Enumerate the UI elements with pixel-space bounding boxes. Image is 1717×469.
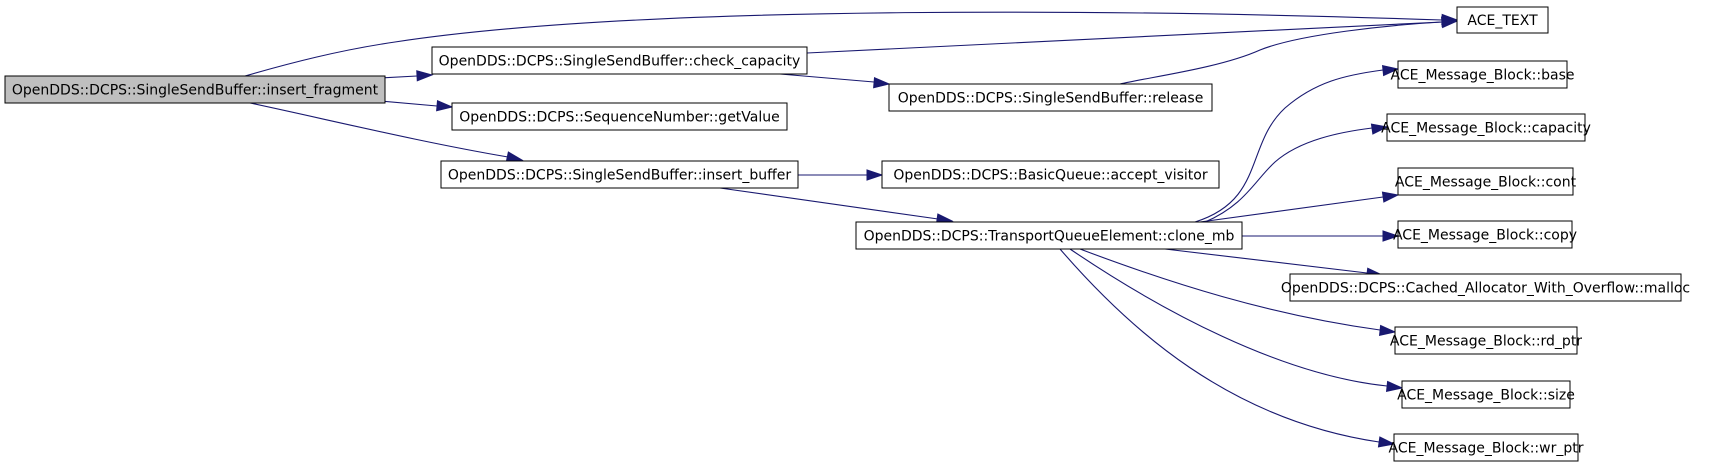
edge-clone_mb-to-base <box>1194 64 1400 223</box>
node-label: OpenDDS::DCPS::SequenceNumber::getValue <box>459 110 780 126</box>
node-box <box>855 221 1243 250</box>
node-box <box>4 75 386 104</box>
node-size[interactable]: ACE_Message_Block::size <box>1397 380 1575 409</box>
edge-line <box>1204 127 1373 223</box>
edge-line <box>379 100 438 107</box>
arrowhead-icon <box>866 169 884 181</box>
node-label: OpenDDS::DCPS::SingleSendBuffer::insert_… <box>448 168 792 184</box>
node-label: ACE_Message_Block::copy <box>1393 228 1577 244</box>
node-box <box>1394 326 1578 355</box>
edge-clone_mb-to-cont <box>1199 191 1400 223</box>
arrowhead-icon <box>1385 380 1404 393</box>
edge-line <box>379 75 418 79</box>
edge-clone_mb-to-copy <box>1242 230 1400 242</box>
arrowhead-icon <box>1377 436 1396 448</box>
node-malloc[interactable]: OpenDDS::DCPS::Cached_Allocator_With_Ove… <box>1281 273 1690 302</box>
node-box <box>1456 6 1549 34</box>
node-accept-visitor[interactable]: OpenDDS::DCPS::BasicQueue::accept_visito… <box>881 160 1220 189</box>
node-ace-text[interactable]: ACE_TEXT <box>1456 6 1549 34</box>
edge-line <box>1069 248 1388 387</box>
node-clone-mb[interactable]: OpenDDS::DCPS::TransportQueueElement::cl… <box>855 221 1243 250</box>
edge-insert_fragment-to-check_capacity <box>379 70 434 82</box>
call-nodes: OpenDDS::DCPS::SingleSendBuffer::insert_… <box>4 6 1690 462</box>
node-label: ACE_Message_Block::rd_ptr <box>1390 334 1582 350</box>
node-box <box>881 160 1220 189</box>
edge-release-to-ace_text <box>1119 16 1459 85</box>
edge-line <box>1194 69 1384 223</box>
node-box <box>1393 433 1579 462</box>
node-release[interactable]: OpenDDS::DCPS::SingleSendBuffer::release <box>888 83 1213 112</box>
edge-insert_fragment-to-getValue <box>379 99 454 112</box>
arrowhead-icon <box>1382 230 1400 242</box>
edge-clone_mb-to-wr_ptr <box>1059 248 1396 448</box>
arrowhead-icon <box>1370 123 1389 135</box>
edge-line <box>806 21 1443 54</box>
node-label: OpenDDS::DCPS::TransportQueueElement::cl… <box>864 229 1235 245</box>
edge-line <box>1059 248 1380 443</box>
edge-line <box>249 102 509 158</box>
edge-check_capacity-to-release <box>779 73 891 89</box>
node-label: OpenDDS::DCPS::BasicQueue::accept_visito… <box>893 168 1207 184</box>
edge-line <box>719 187 939 220</box>
node-wr-ptr[interactable]: ACE_Message_Block::wr_ptr <box>1389 433 1584 462</box>
node-label: OpenDDS::DCPS::SingleSendBuffer::check_c… <box>439 54 801 70</box>
node-box <box>1397 167 1574 196</box>
node-box <box>1401 380 1571 409</box>
edge-line <box>1199 196 1384 223</box>
edge-check_capacity-to-ace_text <box>806 15 1459 54</box>
node-box <box>451 102 788 131</box>
node-box <box>1289 273 1682 302</box>
node-label: OpenDDS::DCPS::SingleSendBuffer::release <box>898 91 1204 107</box>
node-label: OpenDDS::DCPS::SingleSendBuffer::insert_… <box>12 83 379 99</box>
node-rd-ptr[interactable]: ACE_Message_Block::rd_ptr <box>1390 326 1582 355</box>
arrowhead-icon <box>1381 191 1400 203</box>
node-box <box>1386 113 1586 142</box>
arrowhead-icon <box>873 76 891 89</box>
node-check-capacity[interactable]: OpenDDS::DCPS::SingleSendBuffer::check_c… <box>431 46 808 75</box>
arrowhead-icon <box>1378 324 1397 337</box>
node-box <box>440 160 799 189</box>
node-capacity[interactable]: ACE_Message_Block::capacity <box>1381 113 1591 142</box>
node-insert-buffer[interactable]: OpenDDS::DCPS::SingleSendBuffer::insert_… <box>440 160 799 189</box>
node-box <box>1397 220 1573 249</box>
arrowhead-icon <box>1440 16 1459 29</box>
arrowhead-icon <box>416 70 434 82</box>
edge-line <box>244 11 1443 77</box>
node-box <box>1397 60 1568 89</box>
edge-insert_buffer-to-clone_mb <box>719 187 954 225</box>
edge-line <box>1164 248 1368 274</box>
node-label: ACE_TEXT <box>1467 13 1538 29</box>
call-edges <box>244 11 1459 448</box>
node-copy[interactable]: ACE_Message_Block::copy <box>1393 220 1577 249</box>
node-label: ACE_Message_Block::size <box>1397 388 1575 404</box>
arrowhead-icon <box>436 99 454 112</box>
edge-clone_mb-to-capacity <box>1204 123 1389 223</box>
edge-clone_mb-to-rd_ptr <box>1079 248 1397 337</box>
node-insert-fragment[interactable]: OpenDDS::DCPS::SingleSendBuffer::insert_… <box>4 75 386 104</box>
edge-line <box>779 73 875 83</box>
node-label: ACE_Message_Block::cont <box>1395 175 1577 191</box>
arrowhead-icon <box>1381 64 1400 77</box>
node-base[interactable]: ACE_Message_Block::base <box>1391 60 1575 89</box>
edge-line <box>1079 248 1381 331</box>
node-box <box>431 46 808 75</box>
edge-line <box>1119 21 1443 85</box>
node-getValue[interactable]: OpenDDS::DCPS::SequenceNumber::getValue <box>451 102 788 131</box>
node-label: OpenDDS::DCPS::Cached_Allocator_With_Ove… <box>1281 281 1690 297</box>
node-box <box>888 83 1213 112</box>
node-label: ACE_Message_Block::wr_ptr <box>1389 441 1584 457</box>
node-cont[interactable]: ACE_Message_Block::cont <box>1395 167 1577 196</box>
edge-insert_buffer-to-accept_visitor <box>798 169 884 181</box>
edge-clone_mb-to-size <box>1069 248 1404 393</box>
node-label: ACE_Message_Block::base <box>1391 68 1575 84</box>
edge-insert_fragment-to-ace_text <box>244 11 1459 77</box>
node-label: ACE_Message_Block::capacity <box>1381 121 1591 137</box>
